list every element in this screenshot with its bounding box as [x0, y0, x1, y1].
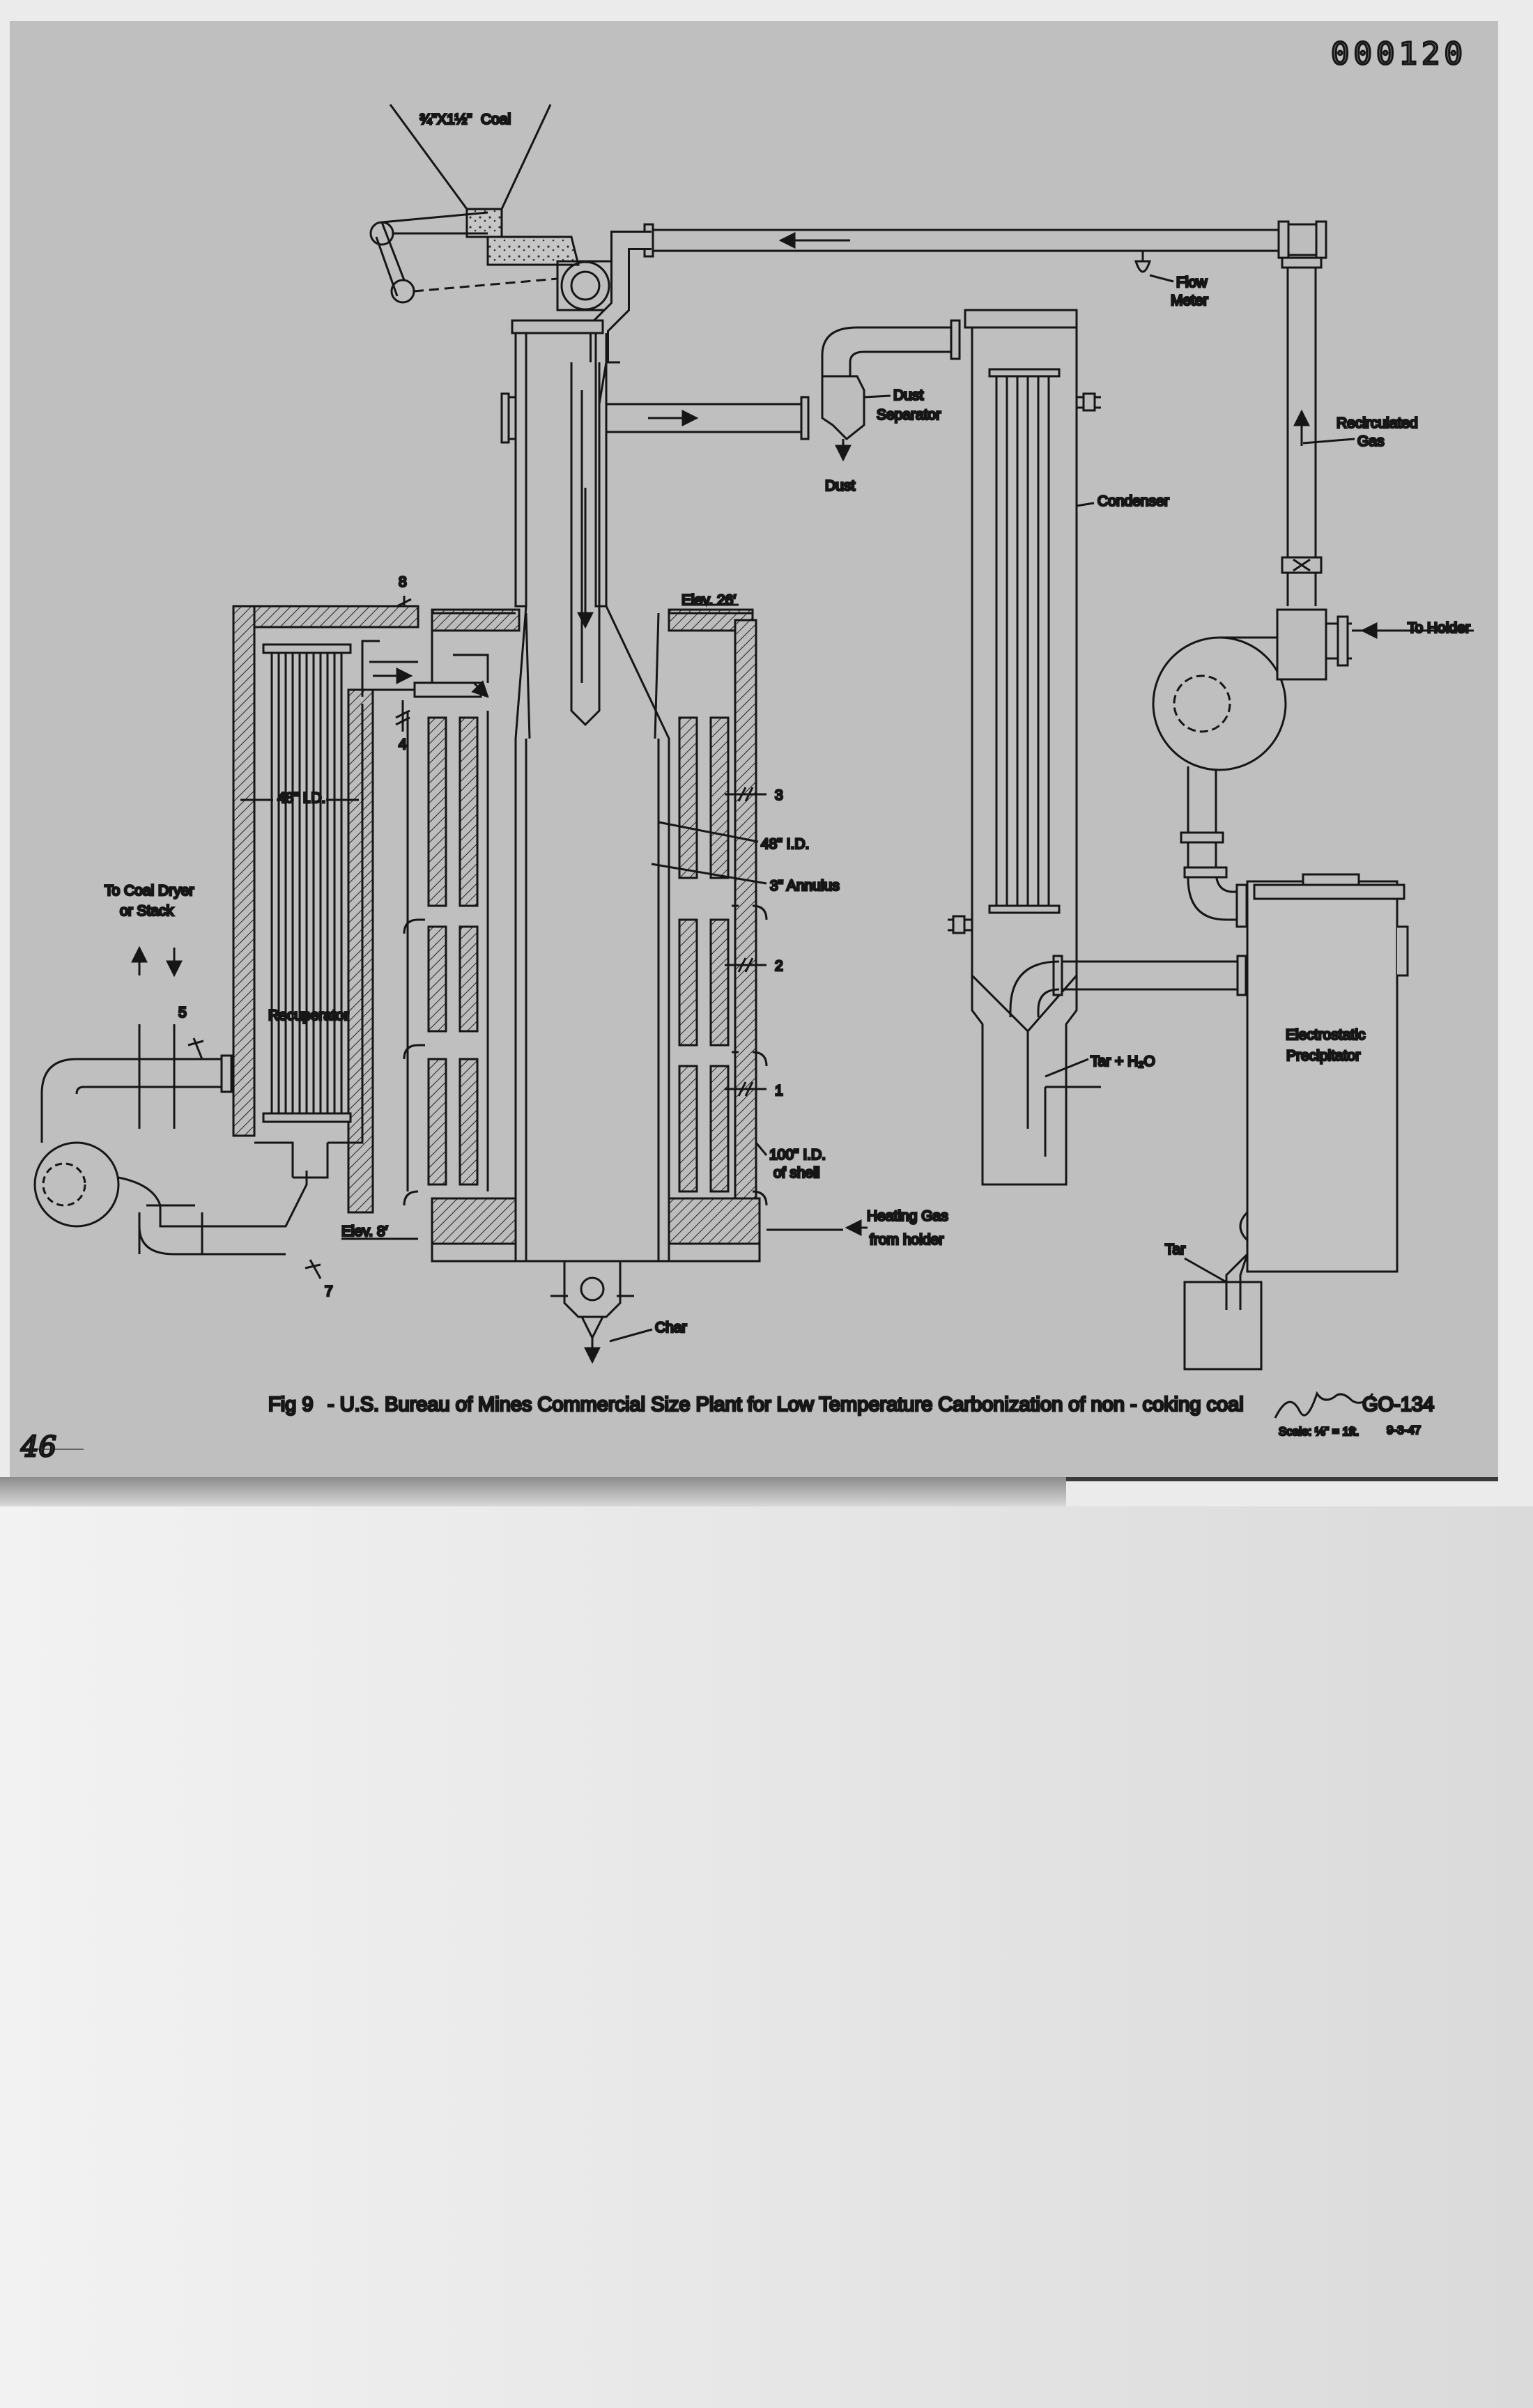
to-coal-dryer-label-1: To Coal Dryer: [105, 883, 194, 899]
point-4: 4: [399, 736, 407, 752]
annulus-label: 3" Annulus: [770, 878, 840, 894]
dust-separator-label-1: Dust: [893, 387, 923, 403]
point-2: 2: [775, 958, 783, 974]
heating-gas-label-1: Heating Gas: [867, 1208, 948, 1224]
tar-label: Tar: [1165, 1242, 1185, 1258]
dust-separator: [800, 319, 961, 462]
coal-label: Coal: [481, 111, 511, 128]
precipitator-label-2: Precipitator: [1286, 1048, 1360, 1064]
recuperator: [232, 605, 489, 1179]
recirculated-gas-riser: [1281, 256, 1323, 606]
center-downcomer: [570, 361, 620, 727]
signature: [1274, 1391, 1374, 1419]
elevation-top-label: Elev. 26′: [681, 592, 736, 608]
coal-size-label: ¾"X1½": [419, 111, 472, 128]
coal-hopper: [389, 104, 580, 266]
elevation-bottom-label: Elev. 8′: [341, 1224, 388, 1240]
retort-id-label: 48" I.D.: [761, 836, 809, 852]
electrostatic-precipitator: [1183, 873, 1409, 1371]
char-label: Char: [655, 1320, 687, 1336]
document-number: 000120: [1331, 36, 1467, 72]
point-3: 3: [775, 787, 783, 803]
shell-id-label-1: 100" I.D.: [769, 1147, 826, 1163]
point-8: 8: [399, 574, 407, 590]
point-1: 1: [775, 1083, 783, 1099]
condenser-to-precipitator-pipe: [1009, 955, 1247, 1017]
flow-meter-label-2: Meter: [1171, 293, 1208, 309]
screw-feeder-drive: [369, 211, 558, 304]
recuperator-id-label: 48" I.D.: [277, 790, 325, 806]
dust-separator-label-2: Separator: [877, 407, 941, 423]
flow-meter-label-1: Flow: [1176, 275, 1208, 291]
point-7: 7: [325, 1283, 333, 1299]
point-5: 5: [178, 1005, 187, 1021]
shell-id-label-2: of shell: [773, 1165, 820, 1181]
char-discharge: [550, 1261, 634, 1364]
blank-page: [0, 1506, 1533, 2408]
condenser: [948, 309, 1101, 1186]
dust-label: Dust: [825, 478, 855, 494]
thermocouple-points: [187, 596, 766, 1279]
recuperator-label: Recuperator: [268, 1008, 349, 1024]
heating-shell: [347, 608, 768, 1263]
figure-number: Fig 9: [268, 1394, 313, 1416]
process-flow-diagram: 000120 ¾"X1½" Coal Flow Meter: [20, 36, 1474, 1465]
recirculated-gas-return-pipe: [590, 220, 1327, 362]
condenser-label: Condenser: [1097, 493, 1169, 509]
heating-gas-label-2: from holder: [870, 1232, 943, 1248]
drawing-date: 9-3-47: [1387, 1423, 1421, 1437]
to-holder-label: To Holder: [1408, 620, 1470, 636]
drawing-scale: Scale: ⅛" = 1ft.: [1279, 1425, 1359, 1438]
gas-exhauster: [1152, 608, 1474, 928]
retort-vessel: [511, 319, 670, 1263]
gas-offtake-pipe: [500, 392, 801, 444]
sheet-edge-shadow: [0, 1477, 1066, 1506]
flow-meter: [1134, 251, 1152, 273]
exhaust-fan: [33, 946, 308, 1256]
figure-caption: - U.S. Bureau of Mines Commercial Size P…: [328, 1394, 1244, 1416]
recirculated-gas-label-2: Gas: [1357, 433, 1385, 449]
recirculated-gas-label-1: Recirculated: [1336, 415, 1418, 431]
to-coal-dryer-label-2: or Stack: [120, 903, 174, 919]
precipitator-label-1: Electrostatic: [1286, 1027, 1365, 1043]
rotary-valve: [556, 260, 615, 311]
tar-h2o-label: Tar + H₂O: [1091, 1054, 1155, 1070]
drawing-number: GO-134: [1362, 1394, 1434, 1416]
margin-note: 46: [20, 1431, 56, 1463]
